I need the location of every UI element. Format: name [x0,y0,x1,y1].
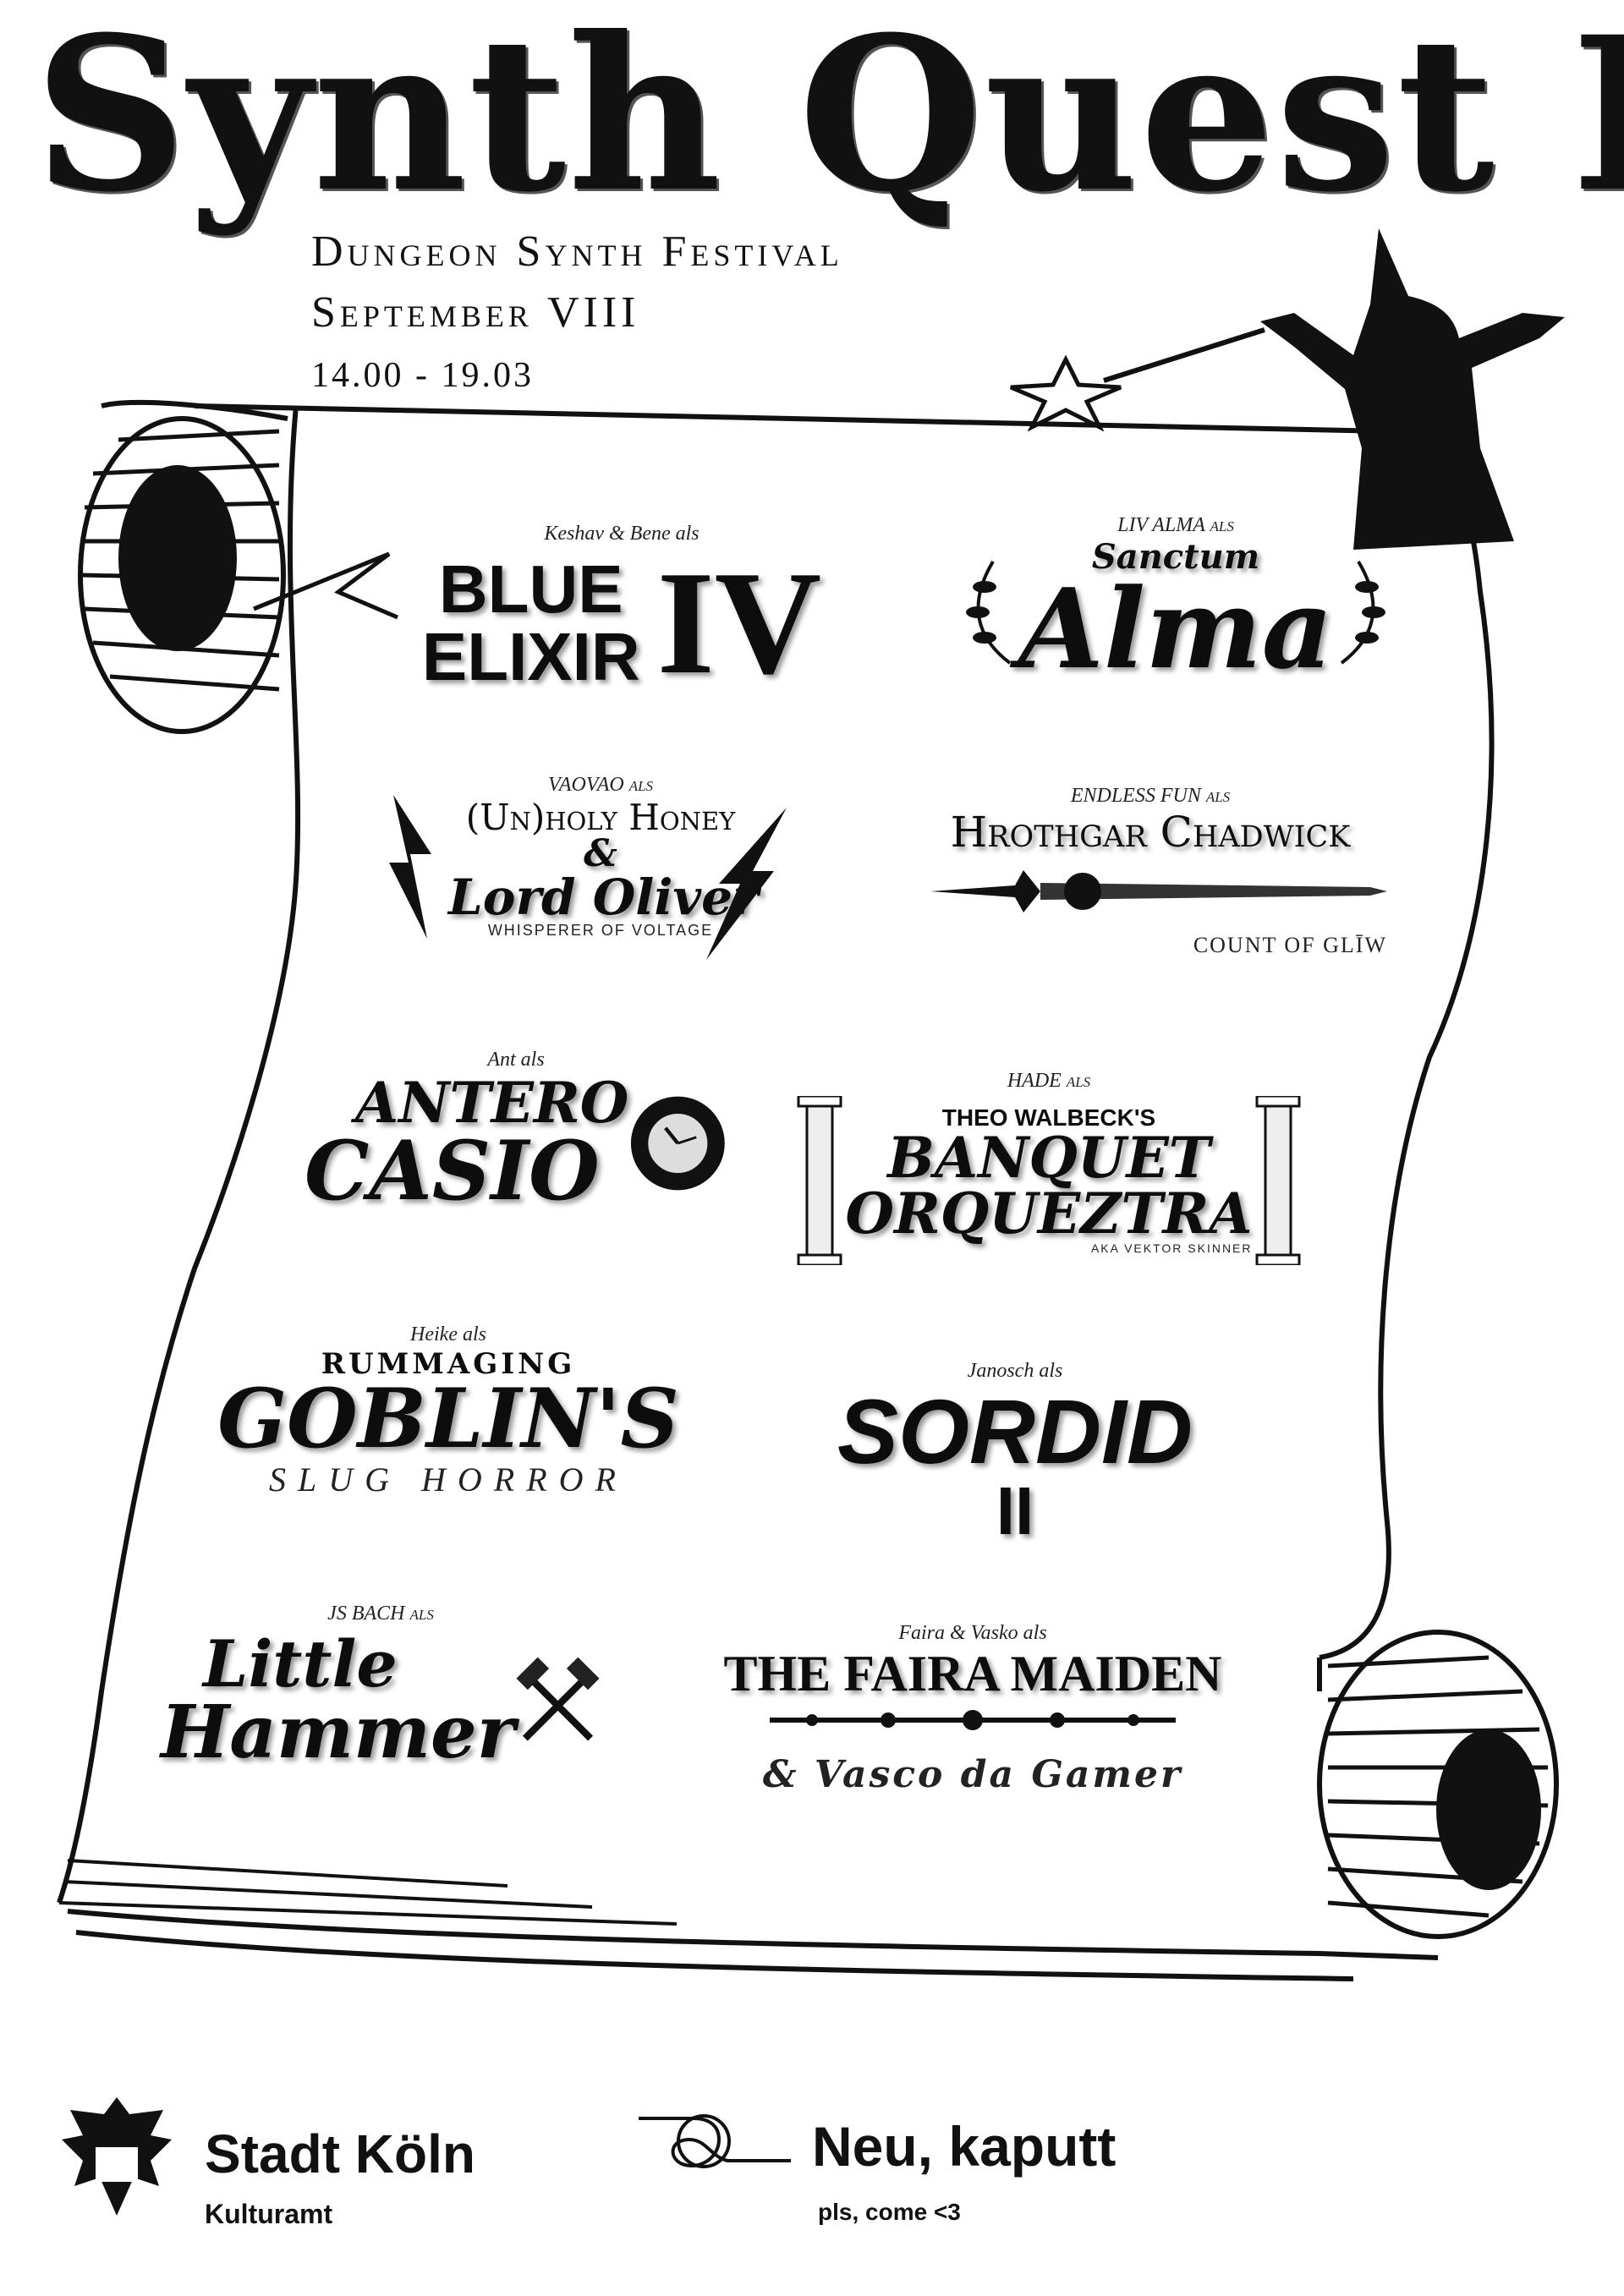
act-name-line1: BANQUET [887,1125,1210,1191]
lightning-icon [385,795,436,939]
act-name: THE FAIRA MAIDEN [723,1646,1222,1701]
act-presenter: JS BACH als [327,1603,434,1625]
lightning-icon [702,808,795,960]
festival-title: Synth Quest I [34,0,1624,238]
act-presenter: Keshav & Bene als [544,523,700,545]
act-name: Hrothgar Chadwick [950,808,1351,857]
act-faira-maiden: Faira & Vasko als THE FAIRA MAIDEN & Vas… [677,1622,1269,1796]
act-little-hammer: JS BACH als Little Hammer [161,1603,601,1773]
act-name-small: RUMMAGING [321,1347,576,1381]
festival-time: 14.00 - 19.03 [311,356,534,395]
festival-date: September VIII [311,288,640,337]
act-name-line2: ELIXIR [421,618,640,694]
act-name-line2: ORQUEZTRA [845,1181,1253,1247]
act-presenter: Janosch als [967,1360,1063,1382]
venue-subtitle: pls, come <3 [818,2199,961,2225]
act-blue-elixir: Keshav & Bene als BLUE ELIXIR IV [398,523,846,697]
bottom-scroll-roll [1317,1630,1559,1939]
act-ampersand: & [584,832,617,875]
act-unholy-honey: VAOVAO als (Un)holy Honey & Lord Oliver … [448,774,759,940]
act-name-line1: BLUE [438,551,623,627]
act-tagline: SLUG HORROR [269,1460,628,1499]
act-presenter: VAOVAO als [547,774,654,796]
wizard-icon [1260,228,1565,550]
ornament-icon [770,1710,1176,1730]
wand-icon [1103,327,1265,383]
star-icon [1010,355,1122,431]
venue-name: Neu, kaputt [812,2115,1116,2178]
act-name-suffix: II [996,1473,1034,1548]
act-presenter: Heike als [410,1323,486,1345]
act-banquet-orqueztra: HADE als THEO WALBECK'S BANQUET ORQUEZTR… [778,1070,1320,1265]
act-presenter: Ant als [487,1049,545,1071]
act-hrothgar-chadwick: ENDLESS FUN als Hrothgar Chadwick COUNT … [880,785,1421,958]
top-scroll-roll [78,399,398,734]
clock-icon [631,1096,726,1191]
column-icon [1255,1096,1301,1265]
act-presenter: LIV ALMA als [1117,514,1234,536]
act-name-line2: CASIO [304,1123,600,1219]
act-name-small: Sanctum [1091,537,1260,577]
act-name-line1: (Un)holy Honey [465,797,736,838]
act-presenter: Faira & Vasko als [898,1622,1047,1644]
column-icon [797,1096,842,1265]
act-name: GOBLIN'S [217,1371,679,1466]
laurel-icon [965,560,1012,665]
laurel-icon [1340,560,1386,665]
act-presenter: ENDLESS FUN als [1070,785,1231,807]
act-sanctum-alma: LIV ALMA als Sanctum Alma [930,514,1421,684]
act-presenter: HADE als [1007,1070,1091,1092]
coat-of-arms-icon [62,2097,172,2216]
city-subtitle: Kulturamt [205,2199,333,2229]
act-name-small: THEO WALBECK'S [941,1104,1156,1131]
act-tagline: AKA VEKTOR SKINNER [1090,1241,1253,1255]
act-antero-casio: Ant als ANTERO CASIO [304,1049,727,1212]
act-name-line1: ANTERO [355,1070,629,1136]
hammer-icon [516,1657,600,1741]
loop-logo-icon [639,2114,791,2168]
act-name-line2: Hammer [161,1690,515,1775]
act-tagline: WHISPERER OF VOLTAGE [487,922,714,939]
act-sordid: Janosch als SORDID II [744,1360,1286,1545]
act-name-suffix: IV [656,540,822,704]
act-name: SORDID [837,1380,1193,1482]
act-tagline: COUNT OF GLĪW [1193,933,1387,957]
act-tagline: & Vasco da Gamer [762,1753,1183,1796]
sword-icon [930,870,1387,912]
city-name: Stadt Köln [205,2123,475,2184]
act-name: Alma [1018,564,1334,693]
act-rummaging-goblins: Heike als RUMMAGING GOBLIN'S SLUG HORROR [211,1323,685,1499]
act-name-line1: Little [203,1626,398,1701]
festival-subtitle: Dungeon Synth Festival [311,227,843,276]
act-name-line2: Lord Oliver [448,869,759,926]
